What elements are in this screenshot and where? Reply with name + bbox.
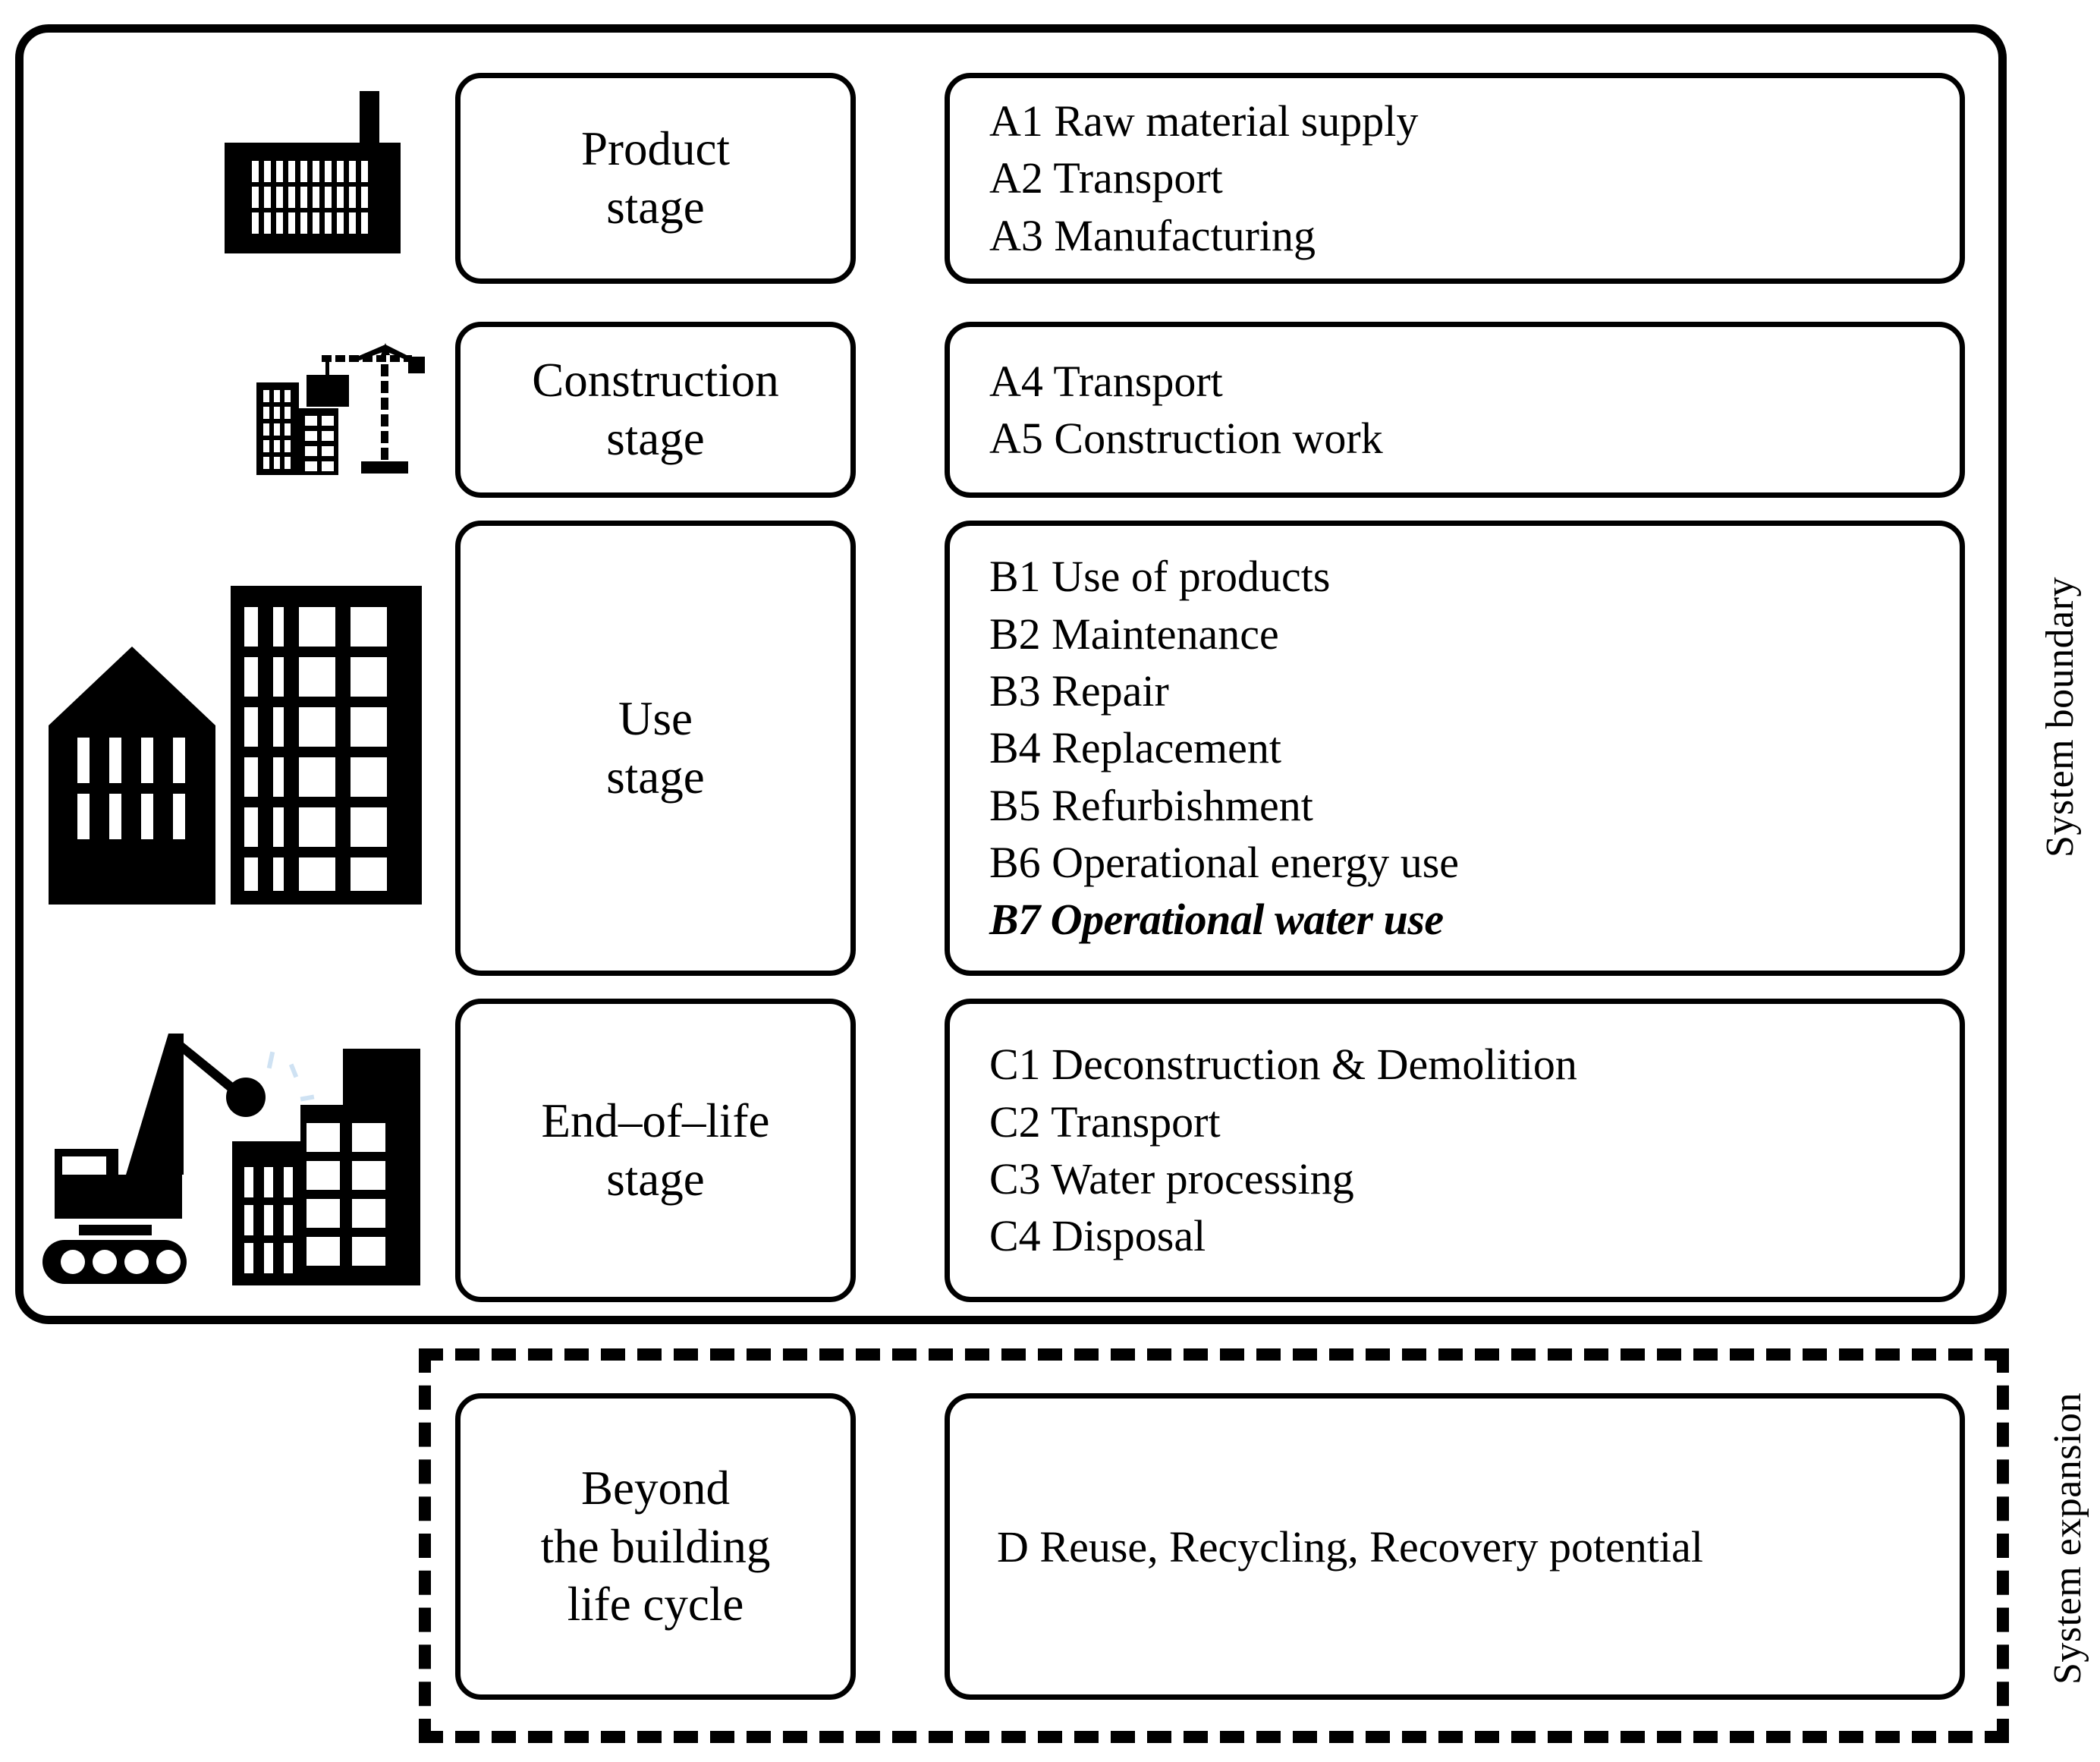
stage-label-line2: stage xyxy=(606,412,705,465)
stage-label-line1: Beyond xyxy=(581,1461,730,1515)
list-item: C3 Water processing xyxy=(989,1154,1354,1204)
list-item: D Reuse, Recycling, Recovery potential xyxy=(997,1521,1703,1572)
list-item: A3 Manufacturing xyxy=(989,210,1316,260)
stage-label-line1: Use xyxy=(618,692,693,746)
stage-card-product[interactable]: Product stage xyxy=(455,73,856,284)
list-item: B5 Refurbishment xyxy=(989,780,1313,830)
list-item-highlighted: B7 Operational water use xyxy=(989,895,1444,945)
stage-label-line1: Product xyxy=(581,122,730,176)
stage-label-line2: the building xyxy=(540,1519,771,1573)
list-item: B1 Use of products xyxy=(989,552,1331,602)
module-list-beyond-life-cycle[interactable]: D Reuse, Recycling, Recovery potential xyxy=(945,1393,1965,1700)
system-expansion-label: System expansion xyxy=(2046,1392,2089,1685)
stage-label-line1: Construction xyxy=(532,354,779,407)
crane-buildings-icon xyxy=(240,328,434,492)
list-item: A2 Transport xyxy=(989,153,1223,203)
list-item: C2 Transport xyxy=(989,1097,1221,1147)
stage-label-line2: stage xyxy=(606,181,705,234)
module-list-use[interactable]: B1 Use of products B2 Maintenance B3 Rep… xyxy=(945,521,1965,976)
module-list-construction[interactable]: A4 Transport A5 Construction work xyxy=(945,322,1965,498)
list-item: C1 Deconstruction & Demolition xyxy=(989,1040,1577,1090)
stage-card-construction[interactable]: Construction stage xyxy=(455,322,856,498)
factory-icon xyxy=(225,91,431,260)
module-list-product[interactable]: A1 Raw material supply A2 Transport A3 M… xyxy=(945,73,1965,284)
stage-label-line1: End–of–life xyxy=(541,1094,770,1148)
list-item: B4 Replacement xyxy=(989,723,1281,773)
stage-card-end-of-life[interactable]: End–of–life stage xyxy=(455,999,856,1302)
house-apartment-icon xyxy=(49,577,443,911)
list-item: B2 Maintenance xyxy=(989,609,1279,659)
stage-card-use[interactable]: Use stage xyxy=(455,521,856,976)
stage-label-line2: stage xyxy=(606,750,705,804)
module-list-end-of-life[interactable]: C1 Deconstruction & Demolition C2 Transp… xyxy=(945,999,1965,1302)
list-item: A1 Raw material supply xyxy=(989,96,1419,146)
system-boundary-label: System boundary xyxy=(2039,577,2082,858)
stage-label-line2: stage xyxy=(606,1153,705,1206)
list-item: A4 Transport xyxy=(989,356,1223,406)
stage-card-beyond-life-cycle[interactable]: Beyond the building life cycle xyxy=(455,1393,856,1700)
list-item: B3 Repair xyxy=(989,665,1169,716)
list-item: C4 Disposal xyxy=(989,1211,1206,1261)
stage-label-line3: life cycle xyxy=(567,1578,744,1631)
list-item: B6 Operational energy use xyxy=(989,838,1460,888)
wrecking-ball-icon xyxy=(35,1015,448,1298)
list-item: A5 Construction work xyxy=(989,414,1383,463)
